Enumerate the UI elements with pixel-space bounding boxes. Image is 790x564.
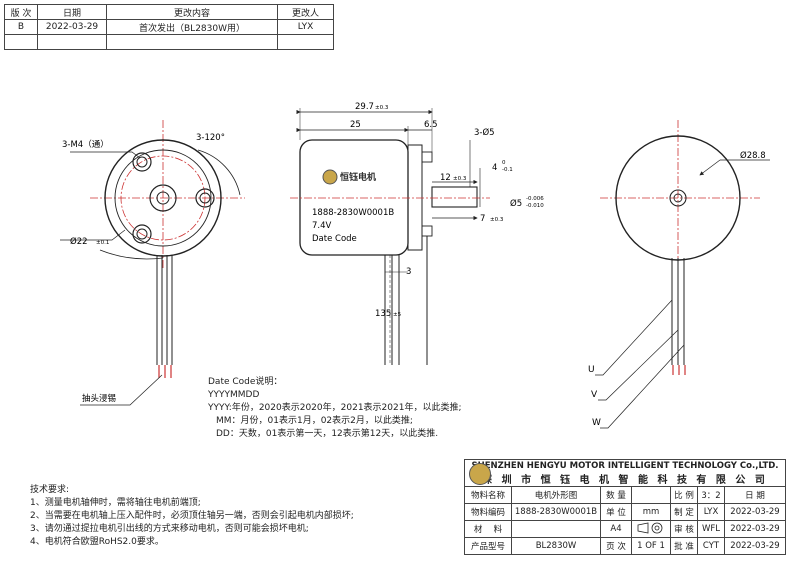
revision-table: 版 次 日期 更改内容 更改人 B 2022-03-29 首次发出（BL2830… (4, 4, 334, 50)
screw-hole (132, 224, 152, 244)
approve-by: CYT (697, 537, 725, 555)
company-logo-icon (469, 463, 491, 485)
dim-3: 3 (406, 267, 411, 277)
date-header: 日 期 (724, 486, 786, 504)
dim-shaft-dia-tol-up: -0.006 (526, 196, 544, 202)
table-row: 物料名称 电机外形图 数 量 比 例 3：2 日 期 (464, 486, 786, 504)
front-outer-circle (104, 139, 222, 257)
code-label: 物料编码 (464, 503, 512, 521)
qty-value (631, 486, 671, 504)
logo-text: 恒钰电机 (340, 171, 376, 183)
model-value: BL2830W (511, 537, 601, 555)
drawn-label: 制 定 (670, 503, 698, 521)
drawn-by: LYX (697, 503, 725, 521)
projection-symbol-icon (631, 520, 671, 538)
wire-label-u: U (588, 365, 595, 375)
table-row: 产品型号 BL2830W 页 次 1 OF 1 批 准 CYT 2022-03-… (464, 537, 786, 555)
tech-req-item: 2、当需要在电机轴上压入配件时，必须顶住轴另一端，否则会引起电机内部损坏; (30, 511, 354, 521)
screws-label: 3-M4（通） (62, 139, 109, 150)
dim-4-tol-up: 0 (502, 160, 506, 166)
check-label: 审 核 (670, 520, 698, 538)
name-label: 物料名称 (464, 486, 512, 504)
unit-label: 单 位 (600, 503, 632, 521)
motor-part-number: 1888-2830W0001B (312, 208, 394, 218)
dim-length-body: 25 (350, 120, 361, 130)
tech-req-item: 3、请勿通过提拉电机引出线的方式来移动电机，否则可能会损坏电机; (30, 524, 309, 534)
dim-4: 4 (492, 163, 497, 173)
code-value: 1888-2830W0001B (511, 503, 601, 521)
drawn-date: 2022-03-29 (724, 503, 786, 521)
dim-4-tol-low: -0.1 (502, 167, 513, 173)
date-code-note: Date Code说明： YYYYMMDD YYYY:年份，2020表示2020… (208, 376, 461, 441)
company-name-cn: 深 圳 市 恒 钰 电 机 智 能 科 技 有 限 公 司 (482, 474, 768, 486)
size-value: A4 (600, 520, 632, 538)
tech-req-item: 4、电机符合欧盟RoHS2.0要求。 (30, 537, 164, 547)
date-code-line-month: MM：月份，01表示1月，02表示2月，以此类推; (216, 416, 413, 426)
front-diameter-tol: ±0.1 (96, 240, 109, 246)
date-code-line-day: DD：天数，01表示第一天，12表示第12天，以此类推. (216, 429, 439, 439)
unit-value: mm (631, 503, 671, 521)
dim-shaft-dia-tol-low: -0.010 (526, 203, 544, 209)
dim-12: 12 (440, 173, 451, 183)
company-name-en: SHENZHEN HENGYU MOTOR INTELLIGENT TECHNO… (471, 460, 779, 471)
qty-label: 数 量 (600, 486, 632, 504)
name-value: 电机外形图 (511, 486, 601, 504)
tech-requirements: 技术要求: 1、测量电机轴伸时，需将轴往电机前端顶; 2、当需要在电机轴上压入配… (30, 484, 354, 549)
motor-voltage: 7.4V (312, 221, 332, 231)
date-code-line-year: YYYY:年份，2020表示2020年，2021表示2021年，以此类推; (208, 403, 462, 413)
scale-label: 比 例 (670, 486, 698, 504)
check-date: 2022-03-29 (724, 520, 786, 538)
material-value (511, 520, 601, 538)
approve-date: 2022-03-29 (724, 537, 786, 555)
model-label: 产品型号 (464, 537, 512, 555)
revision-header-row: 版 次 日期 更改内容 更改人 (4, 4, 334, 20)
date-code-title: Date Code说明： (208, 377, 283, 387)
front-view (60, 120, 245, 406)
dim-7-tol: ±0.3 (490, 217, 504, 223)
logo-icon (322, 169, 338, 185)
shaft (431, 186, 478, 208)
screw-hole (195, 188, 215, 208)
table-row (4, 34, 334, 50)
material-label: 材 料 (464, 520, 512, 538)
lead-tin-label: 抽头浸锡 (82, 393, 117, 404)
dim-lead-len-tol: ±5 (393, 312, 402, 318)
table-row: 材 料 A4 审 核 WFL 2022-03-29 (464, 520, 786, 538)
page-label: 页 次 (600, 537, 632, 555)
screw-hole (132, 152, 152, 172)
dim-length-total-tol: ±0.3 (375, 105, 389, 111)
dim-12-tol: ±0.3 (453, 176, 467, 182)
dim-7: 7 (480, 214, 485, 224)
wire-label-w: W (592, 418, 601, 428)
dim-shaft-step: 6.5 (424, 120, 438, 130)
dim-boss-dia: 3-Ø5 (474, 127, 495, 138)
scale-value: 3：2 (697, 486, 725, 504)
dim-length-total: 29.7 (355, 102, 374, 112)
tech-req-title: 技术要求: (30, 485, 70, 495)
title-block: SHENZHEN HENGYU MOTOR INTELLIGENT TECHNO… (464, 459, 786, 555)
side-view (290, 108, 490, 365)
company-header: SHENZHEN HENGYU MOTOR INTELLIGENT TECHNO… (464, 459, 786, 487)
rear-diameter-label: Ø28.8 (740, 150, 766, 161)
date-code-format: YYYYMMDD (208, 390, 260, 400)
dim-shaft-dia: Ø5 (510, 198, 522, 209)
rear-view (595, 120, 770, 429)
dim-lead-len: 135 (375, 309, 391, 319)
front-diameter-label: Ø22 (70, 236, 88, 247)
motor-date-code: Date Code (312, 234, 357, 244)
wire-label-v: V (591, 390, 598, 400)
approve-label: 批 准 (670, 537, 698, 555)
angle-label: 3-120° (196, 133, 225, 143)
tech-req-item: 1、测量电机轴伸时，需将轴往电机前端顶; (30, 498, 201, 508)
check-by: WFL (697, 520, 725, 538)
table-row: 物料编码 1888-2830W0001B 单 位 mm 制 定 LYX 2022… (464, 503, 786, 521)
page-value: 1 OF 1 (631, 537, 671, 555)
